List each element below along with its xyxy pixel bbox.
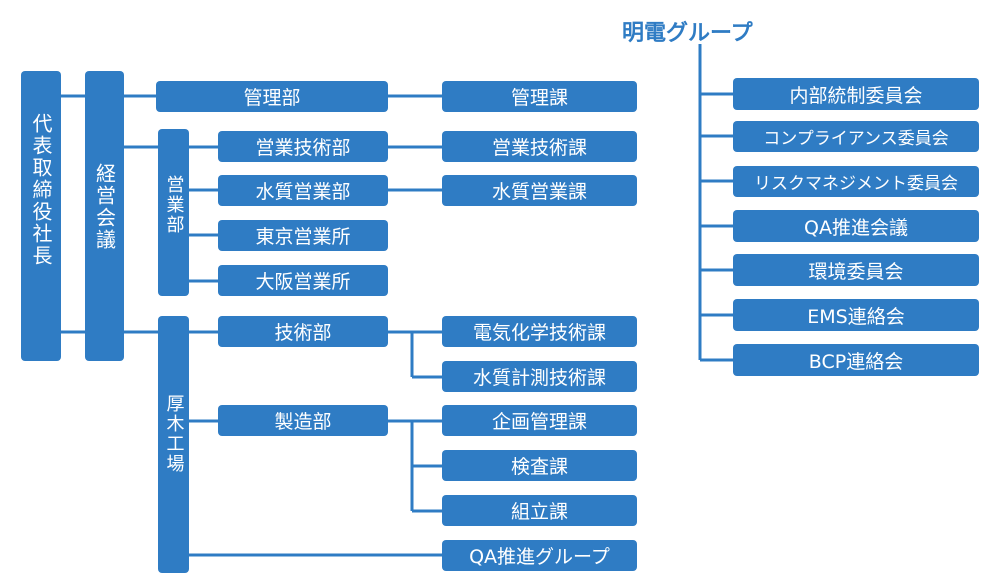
- sales-tech-section-box: 営業技術課: [442, 131, 637, 162]
- sales-tech-section-label: 営業技術課: [491, 137, 587, 159]
- group-item: コンプライアンス委員会: [733, 121, 979, 152]
- group-item-label: コンプライアンス委員会: [763, 129, 949, 149]
- group-item: BCP連絡会: [733, 344, 979, 376]
- qa-group-box: QA推進グループ: [442, 540, 637, 571]
- ceo-label: 代表取締役社長: [29, 113, 53, 267]
- mfg-dept-label: 製造部: [274, 411, 332, 433]
- sales-dept-label: 営業部: [163, 175, 185, 235]
- tech-dept-box: 技術部: [218, 316, 388, 347]
- wq-sales-dept-box: 水質営業部: [218, 175, 388, 206]
- group-item-label: リスクマネジメント委員会: [754, 174, 958, 194]
- group-item-label: 環境委員会: [808, 260, 904, 283]
- group-item: 環境委員会: [733, 254, 979, 286]
- planning-section-box: 企画管理課: [442, 405, 637, 436]
- mgmt-section-label: 管理課: [510, 87, 568, 109]
- elec-tech-section-label: 電気化学技術課: [472, 322, 606, 344]
- mfg-dept-box: 製造部: [218, 405, 388, 436]
- tokyo-office-box: 東京営業所: [218, 220, 388, 251]
- planning-section-label: 企画管理課: [491, 411, 587, 433]
- group-title: 明電グループ: [622, 21, 753, 46]
- osaka-office-box: 大阪営業所: [218, 265, 388, 296]
- tokyo-office-label: 東京営業所: [255, 226, 351, 248]
- mgmt-dept-label: 管理部: [243, 87, 301, 109]
- group-item: 内部統制委員会: [733, 78, 979, 110]
- sales-tech-dept-label: 営業技術部: [255, 137, 351, 159]
- wq-measure-section-label: 水質計測技術課: [472, 367, 606, 389]
- atsugi-factory-box: 厚木工場: [158, 316, 189, 573]
- wq-measure-section-box: 水質計測技術課: [442, 361, 637, 392]
- ceo-box: 代表取締役社長: [21, 71, 61, 361]
- assembly-section-box: 組立課: [442, 495, 637, 526]
- group-item-label: EMS連絡会: [807, 305, 905, 328]
- atsugi-factory-label: 厚木工場: [163, 394, 185, 474]
- group-item-label: 内部統制委員会: [789, 84, 923, 107]
- group-item: リスクマネジメント委員会: [733, 166, 979, 197]
- mgmt-dept-box: 管理部: [156, 81, 388, 112]
- tech-dept-label: 技術部: [274, 322, 332, 344]
- assembly-section-label: 組立課: [510, 501, 568, 523]
- wq-sales-dept-label: 水質営業部: [255, 181, 351, 203]
- wq-sales-section-box: 水質営業課: [442, 175, 637, 206]
- qa-group-label: QA推進グループ: [469, 546, 610, 568]
- group-item: EMS連絡会: [733, 299, 979, 331]
- group-item: QA推進会議: [733, 210, 979, 242]
- exec-meeting-box: 経営会議: [85, 71, 124, 361]
- group-item-label: QA推進会議: [804, 216, 908, 239]
- elec-tech-section-box: 電気化学技術課: [442, 316, 637, 347]
- wq-sales-section-label: 水質営業課: [491, 181, 587, 203]
- mgmt-section-box: 管理課: [442, 81, 637, 112]
- sales-tech-dept-box: 営業技術部: [218, 131, 388, 162]
- group-item-label: BCP連絡会: [808, 350, 904, 373]
- inspection-section-label: 検査課: [510, 456, 568, 478]
- inspection-section-box: 検査課: [442, 450, 637, 481]
- osaka-office-label: 大阪営業所: [255, 271, 351, 293]
- sales-dept-box: 営業部: [158, 129, 189, 296]
- exec-meeting-label: 経営会議: [92, 163, 117, 251]
